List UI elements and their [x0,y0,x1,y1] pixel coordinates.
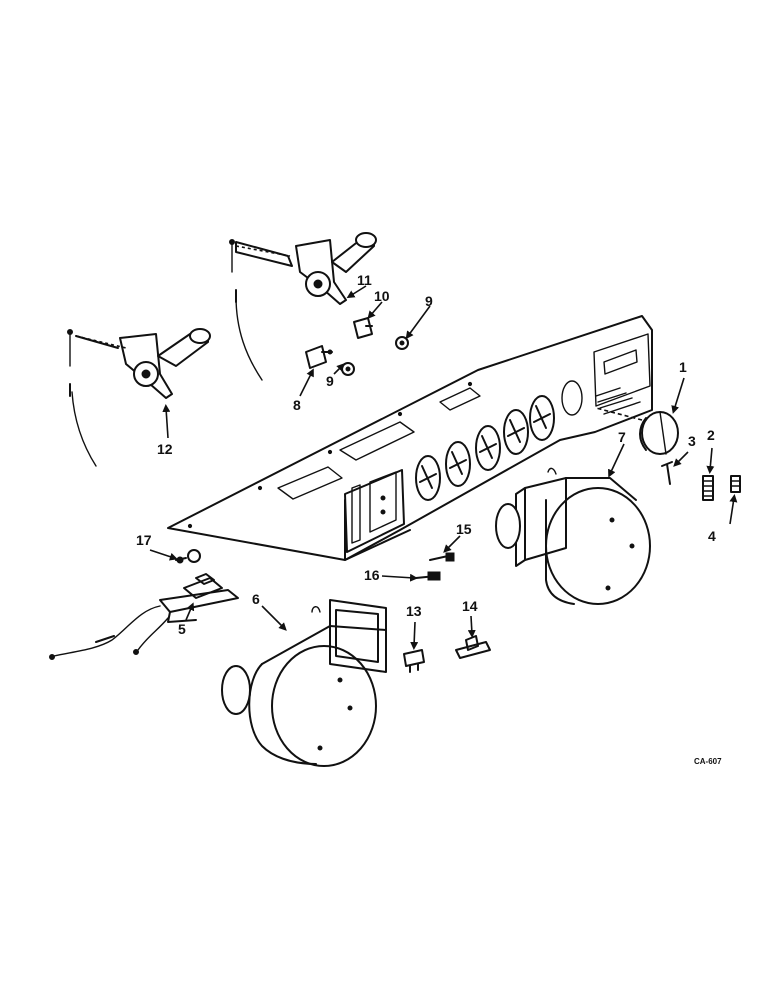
callout-1: 1 [679,359,687,375]
callout-9-lower: 9 [326,373,334,389]
callout-10: 10 [374,288,390,304]
knob-part [595,407,679,455]
callout-8: 8 [293,397,301,413]
callout-2: 2 [707,427,715,443]
connector-part [415,571,441,581]
blower-assembly-left [221,599,387,767]
control-lever-upper [229,232,377,381]
air-outlet-louvers [415,395,555,501]
vent-grille [595,387,641,415]
switch-nut-part-upper [395,336,409,350]
resistor-part [403,649,425,673]
callout-5: 5 [178,621,186,637]
blower-assembly-right [495,467,651,605]
figure-code: CA-607 [694,757,722,766]
callout-17: 17 [136,532,152,548]
callout-7: 7 [618,429,626,445]
switch-knob-part [353,317,373,339]
toggle-switch-part [305,345,333,369]
control-lever-lower [67,328,211,467]
switch-harness [49,573,239,660]
bolt-part [429,552,455,562]
callout-12: 12 [157,441,173,457]
callout-11: 11 [357,272,372,288]
callout-9-upper: 9 [425,293,433,309]
spring-part [702,475,714,501]
callout-4: 4 [708,528,716,544]
switch-nut-part-lower [341,362,355,376]
callout-14: 14 [462,598,478,614]
nut-part [730,475,741,493]
callout-13: 13 [406,603,422,619]
screw-part [661,461,673,485]
relay-part [455,635,491,659]
callout-3: 3 [688,433,696,449]
callout-6: 6 [252,591,260,607]
callout-labels: 1 2 3 4 5 6 7 8 9 9 10 11 12 13 14 15 16… [136,272,716,637]
lamp-socket-part [175,549,201,564]
dash-panel [167,315,653,561]
callout-15: 15 [456,521,472,537]
callout-16: 16 [364,567,380,583]
leader-arrows [149,285,738,650]
